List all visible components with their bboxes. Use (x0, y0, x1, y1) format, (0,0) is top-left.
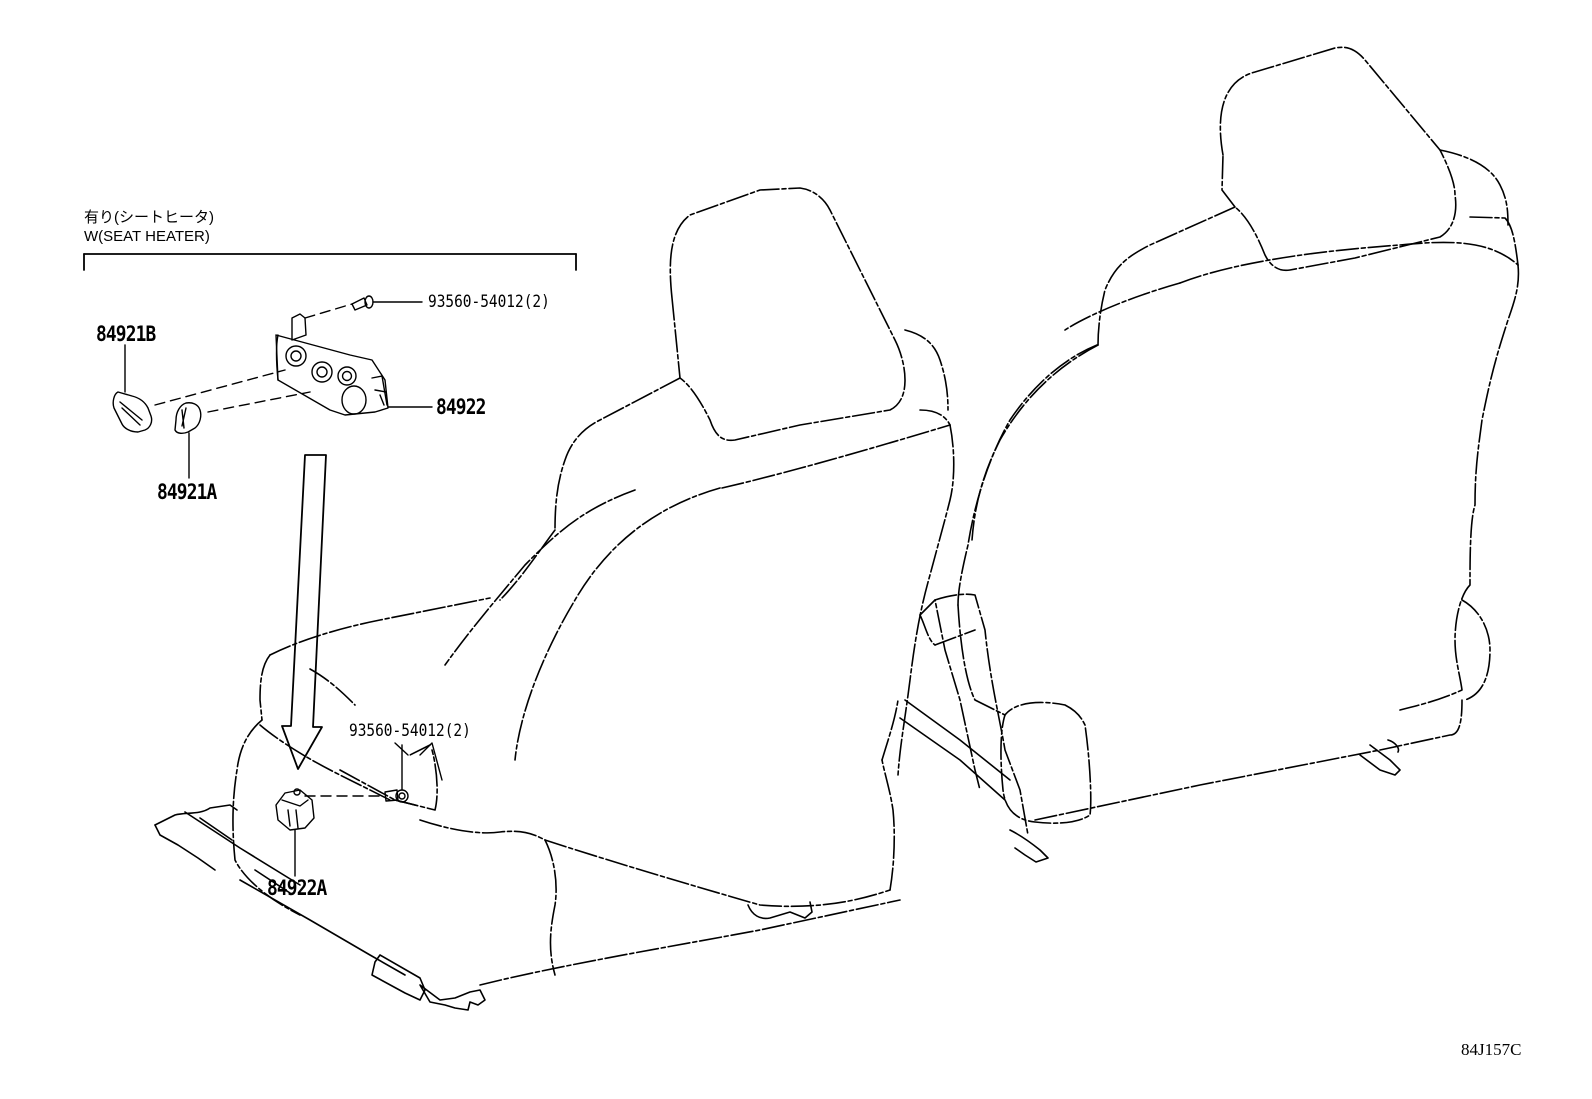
leaders-lower (294, 742, 443, 877)
direction-arrow (281, 454, 327, 770)
knob-84921B (112, 391, 153, 433)
callout-screw-upper: 93560-54012(2) (428, 292, 550, 312)
condition-bracket (83, 253, 577, 271)
callout-screw-lower: 93560-54012(2) (349, 721, 471, 741)
knob-84921A (174, 402, 202, 435)
callout-84921B: 84921B (96, 322, 156, 346)
leaders-upper (124, 344, 433, 479)
switch-84922A (275, 788, 315, 831)
condition-note-en: W(SEAT HEATER) (84, 228, 210, 245)
callout-84921A: 84921A (157, 480, 217, 504)
condition-note-jp: 有り(シートヒータ) (84, 209, 214, 226)
right-seat-rail (899, 699, 1401, 863)
callout-84922: 84922 (436, 395, 486, 419)
switch-panel-84922 (275, 313, 389, 416)
illustration-code: 84J157C (1461, 1040, 1522, 1059)
right-seat (919, 46, 1520, 836)
callout-84922A: 84922A (267, 876, 327, 900)
left-seat-rail (154, 804, 813, 1011)
screw-lower (384, 789, 409, 803)
assembly-lines-upper (154, 303, 353, 413)
screw-upper (351, 295, 423, 311)
